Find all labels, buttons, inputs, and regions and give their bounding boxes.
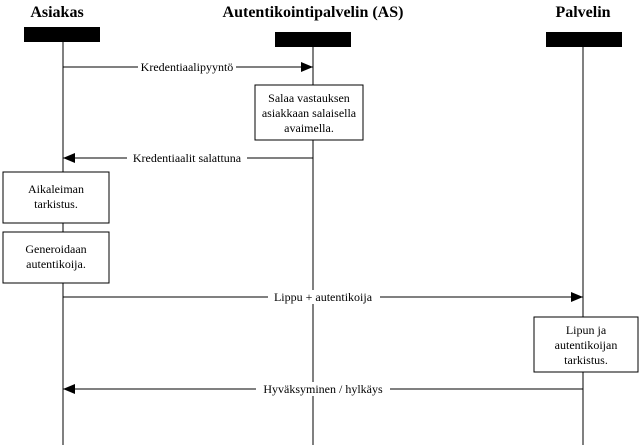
message-label: Lippu + autentikoija	[274, 290, 373, 304]
svg-text:avaimella.: avaimella.	[284, 121, 334, 135]
message-encrypted-credentials: Kredentiaalit salattuna	[63, 151, 313, 165]
svg-text:asiakkaan salaisella: asiakkaan salaisella	[262, 106, 357, 120]
arrowhead-right	[571, 292, 583, 302]
message-ticket-authenticator: Lippu + autentikoija	[63, 290, 583, 304]
actor-label-client: Asiakas	[30, 4, 83, 21]
note-as-encrypt: Salaa vastauksen asiakkaan salaisella av…	[254, 84, 364, 141]
svg-text:tarkistus.: tarkistus.	[564, 353, 608, 367]
actor-label-as: Autentikointipalvelin (AS)	[223, 4, 404, 21]
actor-bar-client	[24, 27, 100, 42]
note-server-check: Lipun ja autentikoijan tarkistus.	[533, 316, 639, 373]
message-credential-request: Kredentiaalipyyntö	[63, 60, 313, 74]
actor-label-server: Palvelin	[555, 4, 610, 21]
arrowhead-left	[63, 384, 75, 394]
svg-text:tarkistus.: tarkistus.	[34, 197, 78, 211]
svg-text:Lipun ja: Lipun ja	[566, 323, 607, 337]
arrowhead-left	[63, 153, 75, 163]
note-client-authenticator: Generoidaan autentikoija.	[2, 231, 110, 284]
svg-text:Aikaleiman: Aikaleiman	[28, 182, 84, 196]
svg-text:Generoidaan: Generoidaan	[25, 242, 86, 256]
message-label: Hyväksyminen / hylkäys	[263, 382, 383, 396]
message-label: Kredentiaalit salattuna	[133, 151, 242, 165]
actor-bar-as	[275, 32, 351, 47]
note-client-timestamp: Aikaleiman tarkistus.	[2, 171, 110, 224]
svg-text:autentikoijan: autentikoijan	[555, 338, 618, 352]
message-accept-reject: Hyväksyminen / hylkäys	[63, 382, 583, 396]
svg-text:autentikoija.: autentikoija.	[26, 257, 86, 271]
arrowhead-right	[301, 62, 313, 72]
actor-bar-server	[546, 32, 622, 47]
message-label: Kredentiaalipyyntö	[141, 60, 234, 74]
svg-text:Salaa vastauksen: Salaa vastauksen	[268, 91, 350, 105]
